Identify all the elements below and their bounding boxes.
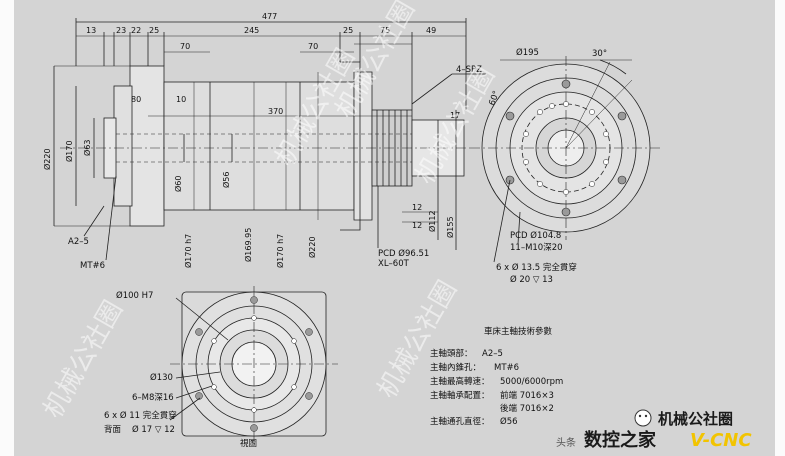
dim-phi170h7b: Ø170 h7 <box>275 234 285 268</box>
shukong-brand: 数控之家 <box>584 429 657 451</box>
dim-49: 49 <box>426 26 436 35</box>
front-holes: 6 x Ø 13.5 完全貫穿 <box>496 262 577 273</box>
rear-view <box>169 286 338 444</box>
dim-phi56: Ø56 <box>221 172 231 188</box>
spec-row-value: 前端 7016×3 <box>500 390 554 401</box>
dim-12a: 12 <box>412 203 422 212</box>
spec-rows: 主軸頭部： A2–5 主軸內錐孔： MT#6 主軸最高轉速： 5000/6000… <box>430 348 563 427</box>
spec-row-label: 主軸內錐孔： <box>430 362 481 373</box>
wechat-logo <box>634 409 652 427</box>
dim-phi63: Ø63 <box>82 140 92 156</box>
dim-12b: 12 <box>412 221 422 230</box>
rear-m8: 6–M8深16 <box>132 393 174 403</box>
dim-phi220: Ø220 <box>42 148 52 170</box>
front-angle30: 30° <box>592 49 607 59</box>
front-angle60: 60° <box>487 89 502 107</box>
dim-23: 23 <box>116 26 126 35</box>
front-phi195: Ø195 <box>516 47 539 58</box>
rear-back: 背面 <box>104 424 122 435</box>
spec-row-label: 主軸頭部： <box>430 348 473 359</box>
callout-mt6: MT#6 <box>80 261 105 271</box>
dim-phi169-95: Ø169.95 <box>243 228 253 262</box>
spec-title: 車床主軸技術參數 <box>484 326 553 337</box>
dim-phi170h7a: Ø170 h7 <box>183 234 193 268</box>
front-flange <box>129 65 165 227</box>
rear-holes: 6 x Ø 11 完全貫穿 <box>104 410 177 421</box>
dim-13: 13 <box>86 26 96 35</box>
dim-17: 17 <box>450 111 460 120</box>
dim-phi155: Ø155 <box>445 216 455 238</box>
dim-phi220b: Ø220 <box>307 236 317 258</box>
front-pcd1048: PCD Ø104.8 <box>510 230 561 241</box>
spindle-body <box>163 81 355 211</box>
dim-22: 22 <box>131 26 141 35</box>
spec-row-value: 後端 7016×2 <box>500 403 554 414</box>
dim-370: 370 <box>268 107 283 116</box>
callout-xl60t: XL–60T <box>378 259 410 269</box>
dim-75: 75 <box>380 26 390 35</box>
spec-row-value: Ø56 <box>500 416 518 427</box>
wechat-account-name: 机械公社圈 <box>658 410 733 428</box>
spec-row-label: 主軸最高轉速： <box>430 376 490 387</box>
spec-row-label: 主軸通孔直徑： <box>430 416 490 427</box>
watermark: 机械公社圈 <box>410 62 501 190</box>
rear-counterbore: Ø 17 ▽ 12 <box>132 424 175 435</box>
dim-70b: 70 <box>308 42 318 51</box>
front-view <box>470 56 662 263</box>
rear-caption: 視圖 <box>240 438 257 449</box>
dim-70a: 70 <box>180 42 190 51</box>
spec-row-value: 5000/6000rpm <box>500 377 563 387</box>
watermark: 机械公社圈 <box>38 296 129 424</box>
dim-25b: 25 <box>343 26 353 35</box>
dim-overall: 477 <box>262 12 277 21</box>
spec-row-value: MT#6 <box>494 363 519 373</box>
toutiao-label: 头条 <box>556 436 576 449</box>
dim-10: 10 <box>176 95 186 104</box>
rear-housing <box>353 71 373 221</box>
rear-phi130: Ø130 <box>150 372 173 383</box>
dim-phi60: Ø60 <box>173 176 183 192</box>
right-margin <box>775 0 785 456</box>
dim-80: 80 <box>131 95 141 104</box>
spec-row-label: 主軸軸承配置： <box>430 390 490 401</box>
callout-pcd9651: PCD Ø96.51 <box>378 248 429 259</box>
front-m10: 11–M10深20 <box>510 243 563 253</box>
dim-25a: 25 <box>149 26 159 35</box>
callout-a25: A2–5 <box>68 237 89 247</box>
spec-row-value: A2–5 <box>482 349 503 359</box>
callout-spz: 4–SPZ <box>456 65 482 75</box>
left-margin <box>0 0 14 456</box>
front-counterbore: Ø 20 ▽ 13 <box>510 274 553 285</box>
dim-245: 245 <box>244 26 259 35</box>
rear-phi100h7: Ø100 H7 <box>116 290 153 301</box>
dim-phi170: Ø170 <box>64 140 74 162</box>
vcnc-logo: V-CNC <box>690 430 752 451</box>
dim-phi112: Ø112 <box>427 210 437 232</box>
